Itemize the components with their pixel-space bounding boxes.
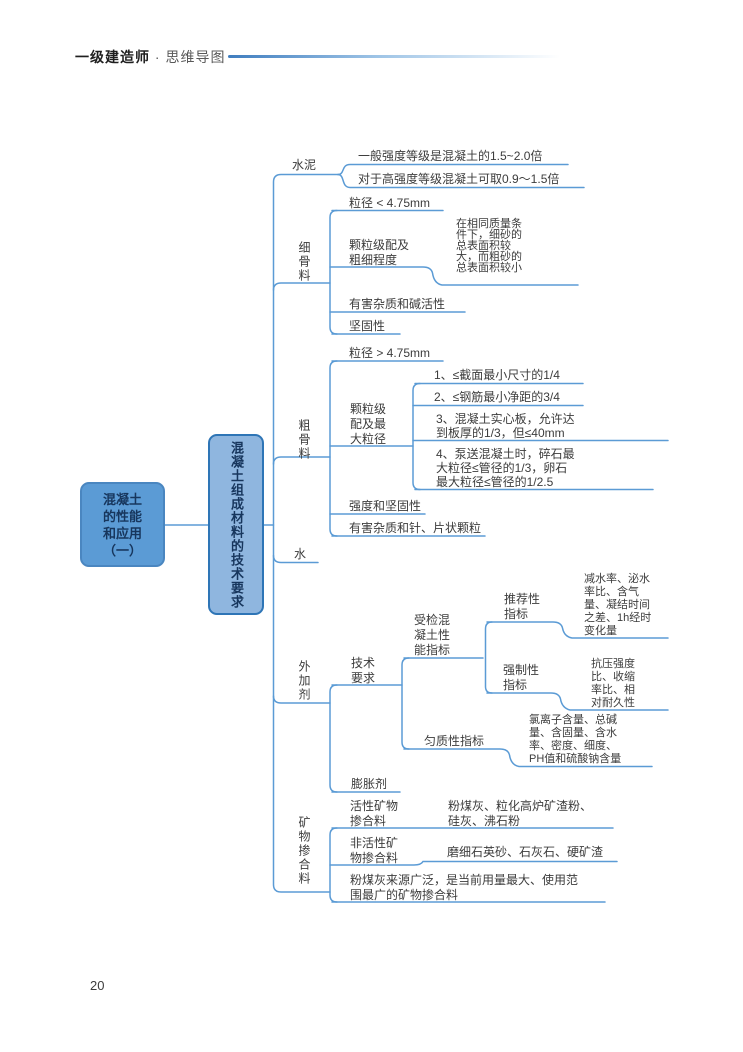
line-tested-bracket (484, 621, 493, 694)
mineral-inactive: 非活性矿 物掺合料 (350, 836, 399, 865)
branch-admixture-label: 外加剂 (297, 660, 311, 702)
admixture-recommended-note: 减水率、泌水 率比、含气 量、凝结时间 之差、1h经时 变化量 (584, 573, 652, 637)
line-uniformity (403, 748, 653, 768)
line-coarse-stub (272, 456, 331, 465)
line-cement-c2 (337, 173, 585, 189)
page-header: 一级建造师 · 思维导图 (75, 47, 225, 67)
header-title-bold: 一级建造师 (75, 49, 150, 65)
branch-mineral-label: 矿物掺合料 (297, 816, 311, 886)
line-admixture-bracket (329, 684, 338, 793)
mineral-inactive-note: 磨细石英砂、石灰石、硬矿渣 (447, 845, 604, 859)
admixture-mandatory-note: 抗压强度 比、收缩 率比、相 对耐久性 (591, 658, 635, 709)
line-fine-stub (272, 282, 331, 291)
root-node: 混凝土 的性能 和应用 （一） (80, 482, 165, 567)
line-fine-grading (329, 266, 579, 286)
coarse-rule-2: 2、≤钢筋最小净距的3/4 (434, 390, 560, 404)
coarse-rule-3: 3、混凝土实心板，允许达 到板厚的1/3，但≤40mm (436, 412, 575, 440)
coarse-grading: 颗粒级 配及最 大粒径 (350, 402, 387, 446)
fine-impurity: 有害杂质和碱活性 (349, 297, 446, 311)
fine-soundness: 坚固性 (349, 319, 386, 333)
admixture-recommended: 推荐性 指标 (504, 592, 541, 621)
branch-cement-label: 水泥 (292, 158, 317, 172)
line-coarse-grading-bracket (412, 382, 421, 491)
line-water-stub (272, 554, 319, 564)
header-title-rest: · 思维导图 (150, 49, 226, 65)
line-cement-c1 (337, 163, 569, 176)
admixture-expansion: 膨胀剂 (351, 777, 388, 791)
branch-water-label: 水 (294, 547, 307, 561)
admixture-mandatory: 强制性 指标 (503, 663, 540, 692)
admixture-tech: 技术 要求 (351, 656, 376, 685)
cement-note-1: 一般强度等级是混凝土的1.5~2.0倍 (358, 149, 543, 163)
line-mineral-inactive (329, 860, 618, 866)
admixture-uniformity-note: 氯离子含量、总碱 量、含固量、含水 率、密度、细度、 PH值和硫酸钠含量 (529, 714, 622, 765)
coarse-impurity: 有害杂质和针、片状颗粒 (349, 521, 482, 535)
line-fine-bracket (329, 209, 338, 335)
mineral-flyash-note: 粉煤灰来源广泛，是当前用量最大、使用范 围最广的矿物掺合料 (350, 873, 579, 902)
line-coarse-bracket (329, 360, 338, 537)
line-mandatory (486, 692, 669, 711)
fine-grading: 颗粒级配及 粗细程度 (349, 238, 410, 267)
mineral-active-note: 粉煤灰、粒化高炉矿渣粉、 硅灰、沸石粉 (448, 799, 593, 828)
mineral-active: 活性矿物 掺合料 (350, 799, 399, 828)
coarse-rule-4: 4、泵送混凝土时，碎石最 大粒径≤管径的1/3，卵石 最大粒径≤管径的1/2.5 (436, 447, 575, 489)
fine-size: 粒径 < 4.75mm (349, 196, 431, 210)
branch-fine-label: 细骨料 (297, 241, 311, 283)
cement-note-2: 对于高强度等级混凝土可取0.9～1.5倍 (358, 172, 560, 186)
line-admixture-stub (272, 695, 331, 704)
line-recommended (486, 621, 669, 639)
fine-grading-note: 在相同质量条 件下，细砂的 总表面积较 大，而粗砂的 总表面积较小 (456, 218, 522, 274)
branch-coarse-label: 粗骨料 (297, 419, 311, 461)
header-divider-rule (228, 55, 560, 58)
line-trunk-spine (272, 173, 339, 893)
trunk-node-label: 混凝土组成材料的技术要求 (229, 440, 244, 609)
page-number: 20 (90, 978, 105, 993)
coarse-size: 粒径 > 4.75mm (349, 346, 431, 360)
coarse-strength: 强度和坚固性 (349, 499, 422, 513)
admixture-uniformity: 匀质性指标 (424, 734, 485, 748)
coarse-rule-1: 1、≤截面最小尺寸的1/4 (434, 368, 560, 382)
trunk-node: 混凝土组成材料的技术要求 (208, 434, 264, 615)
admixture-tested: 受检混 凝土性 能指标 (414, 613, 451, 657)
line-tech-bracket (401, 657, 410, 750)
